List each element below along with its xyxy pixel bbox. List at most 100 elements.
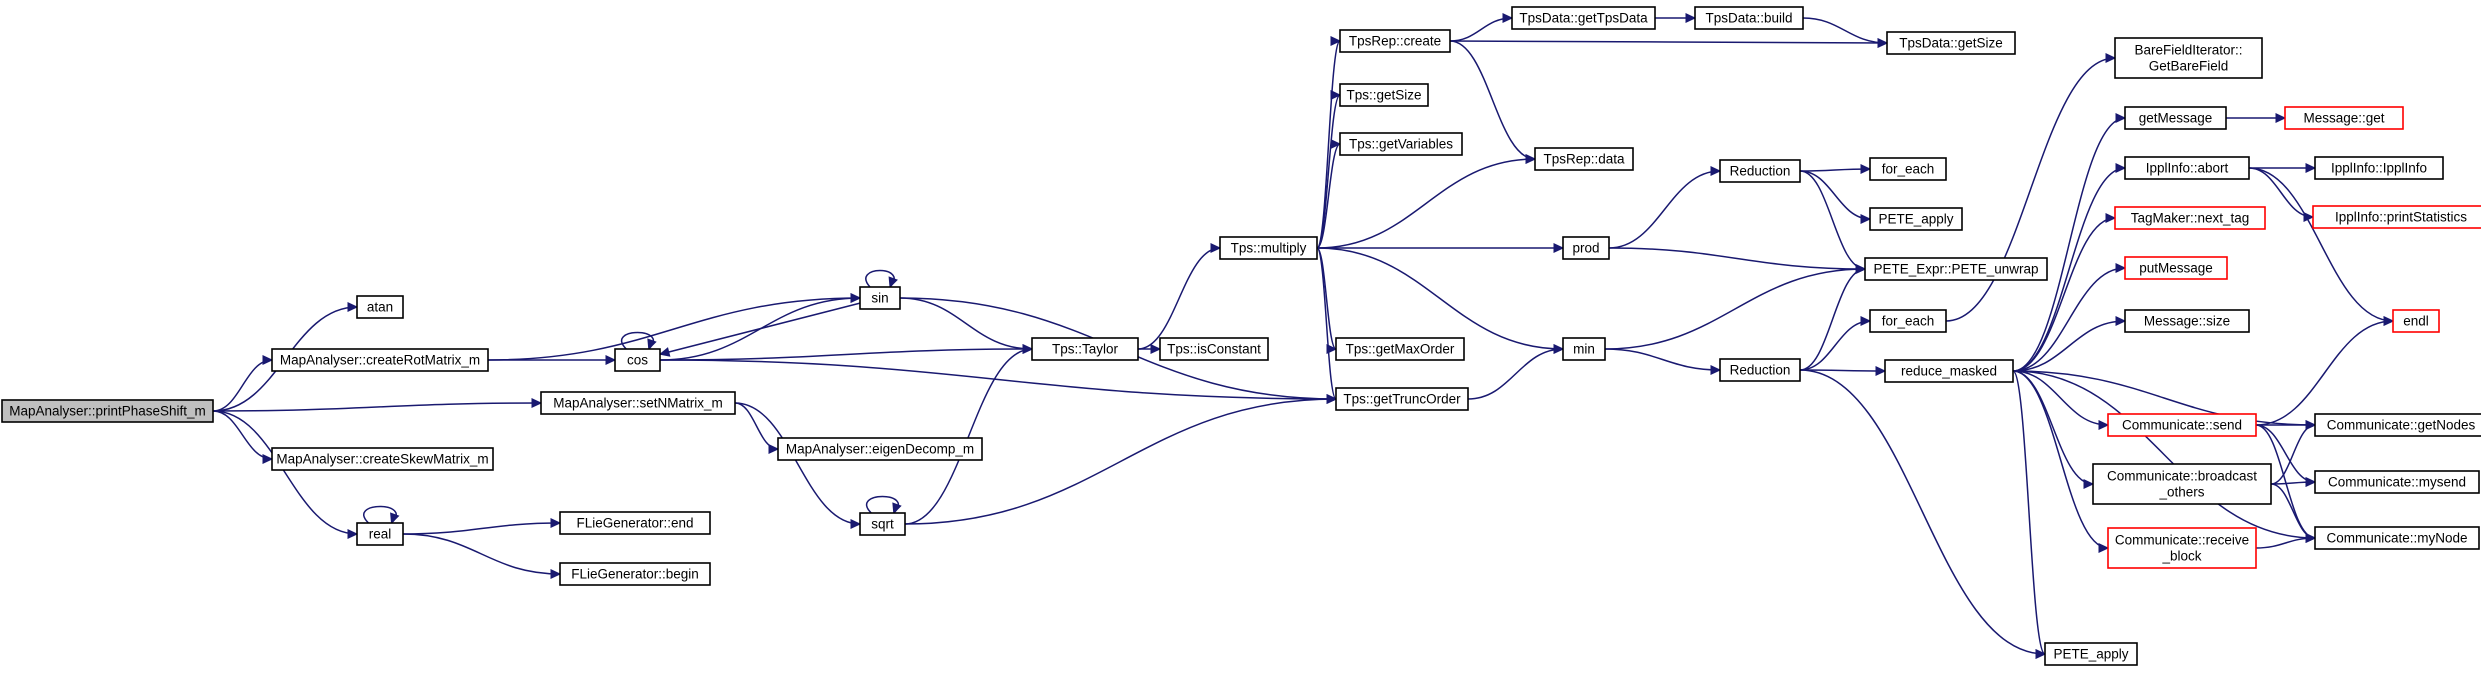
- call-edge: [734, 402, 780, 454]
- call-edge: [1799, 170, 1872, 224]
- node-label: Tps::getMaxOrder: [1346, 342, 1455, 357]
- call-edge: [212, 398, 543, 412]
- call-edge: [1449, 13, 1514, 42]
- call-edge: [1799, 366, 1887, 376]
- node-bare-field[interactable]: BareFieldIterator::GetBareField: [2114, 37, 2263, 79]
- node-put-message[interactable]: putMessage: [2124, 256, 2228, 280]
- node-tps-rep-create[interactable]: TpsRep::create: [1339, 29, 1451, 53]
- node-tps-rep-data[interactable]: TpsRep::data: [1534, 147, 1634, 171]
- node-label: for_each: [1882, 162, 1935, 177]
- node-label: PETE_apply: [1878, 212, 1953, 227]
- node-pete-apply1[interactable]: PETE_apply: [1869, 207, 1963, 231]
- node-comm-mysend[interactable]: Communicate::mysend: [2314, 470, 2480, 494]
- call-edge: [1799, 316, 1872, 371]
- node-reduction2[interactable]: Reduction: [1719, 358, 1801, 382]
- call-edge: [1608, 166, 1722, 249]
- node-label: Message::get: [2303, 111, 2384, 126]
- call-edge: [659, 359, 1338, 404]
- node-message-get[interactable]: Message::get: [2284, 106, 2404, 130]
- node-label: putMessage: [2139, 261, 2213, 276]
- call-edge: [899, 297, 1034, 354]
- node-tps-data-build[interactable]: TpsData::build: [1694, 6, 1804, 30]
- call-edge: [1467, 344, 1565, 400]
- node-create-rot-matrix[interactable]: MapAnalyser::createRotMatrix_m: [271, 348, 489, 372]
- node-label: getMessage: [2139, 111, 2213, 126]
- node-message-size[interactable]: Message::size: [2124, 309, 2250, 333]
- call-edge: [2012, 370, 2095, 489]
- call-edge: [904, 344, 1034, 525]
- node-fliegen-end[interactable]: FLieGenerator::end: [559, 511, 711, 535]
- node-fliegen-begin[interactable]: FLieGenerator::begin: [559, 562, 711, 586]
- node-sin[interactable]: sin: [859, 286, 901, 310]
- node-eigen-decomp[interactable]: MapAnalyser::eigenDecomp_m: [777, 437, 983, 461]
- node-comm-receive[interactable]: Communicate::receive_block: [2107, 527, 2257, 569]
- node-tag-maker[interactable]: TagMaker::next_tag: [2114, 206, 2266, 230]
- node-cos[interactable]: cos: [614, 348, 661, 372]
- call-edge: [2255, 533, 2317, 549]
- node-comm-send[interactable]: Communicate::send: [2107, 413, 2257, 437]
- node-tps-get-max-order[interactable]: Tps::getMaxOrder: [1335, 337, 1465, 361]
- call-edge: [1799, 170, 1867, 274]
- node-label: Reduction: [1730, 363, 1791, 378]
- call-edge: [1449, 38, 1889, 48]
- node-tps-taylor[interactable]: Tps::Taylor: [1031, 337, 1139, 361]
- node-for-each1[interactable]: for_each: [1869, 157, 1947, 181]
- node-label: MapAnalyser::eigenDecomp_m: [786, 442, 974, 457]
- node-tps-data-get-tps-data[interactable]: TpsData::getTpsData: [1511, 6, 1656, 30]
- node-pete-unwrap[interactable]: PETE_Expr::PETE_unwrap: [1864, 257, 2048, 281]
- node-tps-data-get-size[interactable]: TpsData::getSize: [1886, 31, 2016, 55]
- node-set-nmatrix[interactable]: MapAnalyser::setNMatrix_m: [540, 391, 736, 415]
- node-label: IpplInfo::printStatistics: [2335, 210, 2467, 225]
- node-sqrt[interactable]: sqrt: [859, 512, 906, 536]
- call-edge: [1799, 264, 1867, 371]
- node-get-message[interactable]: getMessage: [2124, 106, 2227, 130]
- call-edge: [2226, 113, 2287, 123]
- node-label: sqrt: [871, 517, 894, 532]
- call-edge: [1802, 17, 1889, 48]
- node-label: FLieGenerator::end: [576, 516, 693, 531]
- node-reduction1[interactable]: Reduction: [1719, 159, 1801, 183]
- call-edge: [1799, 369, 2047, 659]
- node-label: PETE_Expr::PETE_unwrap: [1873, 262, 2038, 277]
- node-ippl-info[interactable]: IpplInfo::IpplInfo: [2314, 156, 2444, 180]
- node-ippl-abort[interactable]: IpplInfo::abort: [2124, 156, 2250, 180]
- node-comm-broadcast[interactable]: Communicate::broadcast_others: [2092, 463, 2272, 505]
- call-edge: [865, 495, 902, 515]
- node-pete-apply2[interactable]: PETE_apply: [2044, 642, 2138, 666]
- node-comm-my-node[interactable]: Communicate::myNode: [2314, 526, 2480, 550]
- node-tps-get-variables[interactable]: Tps::getVariables: [1339, 132, 1463, 156]
- node-label: Tps::getTruncOrder: [1343, 392, 1461, 407]
- node-tps-get-trunc-order[interactable]: Tps::getTruncOrder: [1335, 387, 1469, 411]
- call-edge: [2270, 420, 2317, 485]
- node-label: BareFieldIterator::: [2134, 43, 2242, 58]
- node-comm-get-nodes[interactable]: Communicate::getNodes: [2314, 413, 2481, 437]
- node-label: IpplInfo::IpplInfo: [2331, 161, 2427, 176]
- node-ippl-print-stats[interactable]: IpplInfo::printStatistics: [2312, 205, 2481, 229]
- node-prod[interactable]: prod: [1562, 236, 1610, 260]
- call-edge: [620, 331, 657, 351]
- node-label: Tps::Taylor: [1052, 342, 1119, 357]
- call-edge: [1608, 247, 1867, 274]
- call-edge: [1655, 13, 1697, 23]
- edge-layer: [212, 13, 2395, 659]
- node-print-phase-shift[interactable]: MapAnalyser::printPhaseShift_m: [1, 399, 214, 423]
- node-tps-is-constant[interactable]: Tps::isConstant: [1159, 337, 1269, 361]
- node-label: MapAnalyser::createRotMatrix_m: [280, 353, 480, 368]
- node-for-each2[interactable]: for_each: [1869, 309, 1947, 333]
- node-create-skew-matrix[interactable]: MapAnalyser::createSkewMatrix_m: [271, 447, 494, 471]
- node-min[interactable]: min: [1562, 337, 1606, 361]
- call-edge: [2270, 477, 2317, 487]
- node-endl[interactable]: endl: [2392, 309, 2440, 333]
- node-real[interactable]: real: [356, 522, 404, 546]
- node-tps-multiply[interactable]: Tps::multiply: [1219, 236, 1318, 260]
- call-edge: [2012, 263, 2127, 372]
- node-label: reduce_masked: [1901, 364, 1997, 379]
- node-label: prod: [1572, 241, 1599, 256]
- node-atan[interactable]: atan: [356, 295, 404, 319]
- node-label: Message::size: [2144, 314, 2230, 329]
- call-edge: [2012, 213, 2117, 372]
- node-reduce-masked[interactable]: reduce_masked: [1884, 359, 2014, 383]
- node-tps-get-size[interactable]: Tps::getSize: [1339, 83, 1429, 107]
- node-label: TagMaker::next_tag: [2131, 211, 2250, 226]
